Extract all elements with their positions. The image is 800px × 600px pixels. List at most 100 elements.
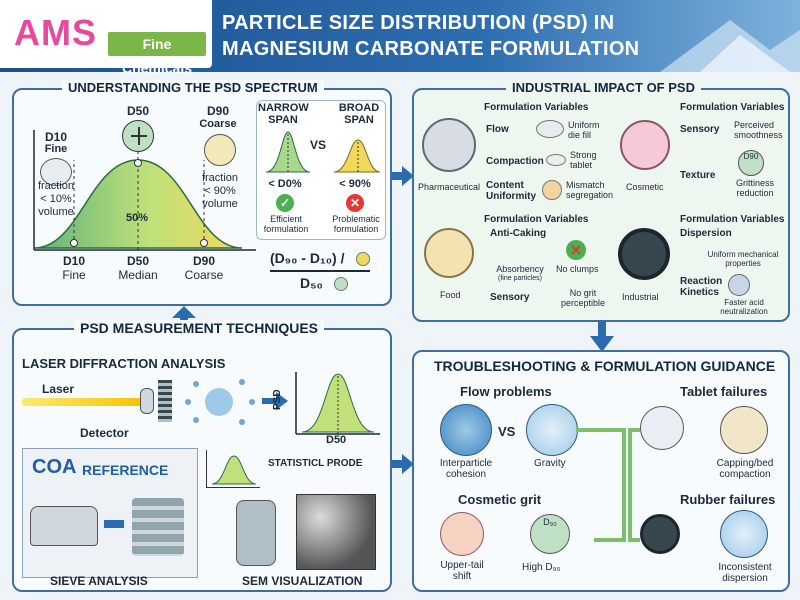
- tablet-press-icon: [422, 118, 476, 172]
- interparticle-text: Interparticle cohesion: [426, 458, 506, 480]
- narrow-label: NARROW: [258, 102, 309, 114]
- cosmetic-sensory-result: Perceived smoothness: [734, 120, 783, 140]
- coa-title: COA: [32, 456, 77, 478]
- x-icon: ✕: [346, 194, 364, 212]
- problematic-line2: formulation: [333, 224, 379, 234]
- d50-bottom-sub: Median: [118, 268, 158, 282]
- broad-label: BROAD: [338, 102, 380, 114]
- cu-line2: Uniformity: [486, 191, 536, 202]
- mini-chart-axes: [206, 450, 260, 488]
- logo-ams: AMS: [14, 12, 97, 53]
- tablet-fail-icon: [640, 406, 684, 450]
- mini-curve: [211, 455, 257, 485]
- narrow-value: < D0%: [268, 178, 302, 190]
- diffraction-particles-icon: [185, 379, 255, 425]
- industrial-dispersion-result: Uniform mechanical properties: [700, 250, 786, 268]
- gravity-text: Gravity: [534, 458, 566, 469]
- psd-bell-curve: [33, 130, 256, 251]
- pharma-compaction-result: Strong tablet: [570, 150, 597, 170]
- efficient-line2: formulation: [263, 224, 309, 234]
- arrow-right-4-icon: [104, 520, 124, 528]
- pharma-heading: Formulation Variables: [484, 102, 589, 113]
- food-heading: Formulation Variables: [484, 214, 589, 225]
- arrow-down-icon: [590, 322, 614, 352]
- food-absorbency: Absorbency (fine particles): [486, 264, 554, 284]
- absorbency-2: (fine particles): [498, 275, 542, 282]
- d90-badge-icon: D90: [738, 150, 764, 176]
- makeup-brush-icon: [620, 120, 670, 170]
- capping-text: Capping/bed compaction: [706, 458, 784, 480]
- reaction-2: Kinetics: [680, 287, 719, 298]
- d90-bottom: D90: [192, 254, 215, 268]
- span-curves: [265, 131, 381, 173]
- measure-d50: D50: [326, 434, 347, 446]
- title-line-2: MAGNESIUM CARBONATE FORMULATION: [222, 38, 640, 60]
- logo: AMS Fine Chemicals: [0, 0, 212, 76]
- laser-label: Laser: [42, 382, 75, 396]
- trouble-vs: VS: [498, 424, 516, 439]
- span-formula-top: (D₉₀ - D₁₀) /: [270, 250, 345, 266]
- cu-result-1: Mismatch: [566, 180, 605, 190]
- cohesion-icon: [440, 404, 492, 456]
- coarse-particles-icon: [204, 134, 236, 166]
- industrial-impact-panel: [412, 88, 790, 322]
- cosmetic-texture-result: Grittiness reduction: [726, 178, 784, 198]
- fraction-right: fraction < 90% volume: [192, 172, 248, 211]
- fraction-right-line1: fraction: [201, 172, 239, 184]
- texture-result-2: reduction: [736, 188, 774, 198]
- flow-result-1: Uniform: [568, 120, 600, 130]
- upper-tail-1: Upper-tail: [440, 560, 484, 571]
- dispersion-result-2: properties: [725, 259, 761, 268]
- measure-title: PSD MEASUREMENT TECHNIQUES: [74, 320, 325, 336]
- high-d90-badge: D₉₀: [543, 517, 557, 527]
- median-small-icon: [334, 277, 348, 291]
- arrow-right-3-icon: [262, 392, 288, 410]
- logo-subtitle: Fine Chemicals: [108, 32, 206, 76]
- arrow-up-icon: [172, 306, 196, 328]
- lens-icon: [140, 388, 154, 414]
- flow-result-2: die fill: [568, 130, 592, 140]
- food-no-clumps: No clumps: [556, 264, 599, 274]
- efficient-text: Efficient formulation: [258, 214, 314, 234]
- guidance-connector: [576, 428, 640, 542]
- food-anti-caking: Anti-Caking: [490, 228, 547, 239]
- no-clumps-icon: ✕: [566, 240, 586, 260]
- upper-tail-text: Upper-tail shift: [430, 560, 494, 582]
- industrial-dispersion: Dispersion: [680, 228, 732, 239]
- efficient-line1: Efficient: [270, 214, 302, 224]
- industrial-label: Industrial: [622, 292, 659, 302]
- center-percent: 50%: [126, 212, 149, 224]
- impact-title: INDUSTRIAL IMPACT OF PSD: [506, 80, 701, 95]
- d90-top-sub: Coarse: [199, 118, 237, 130]
- problematic-text: Problematic formulation: [326, 214, 386, 234]
- median-particle-icon: [122, 120, 154, 152]
- psd-result-curve: [295, 372, 380, 435]
- formula-divider: [270, 270, 370, 272]
- capping-2: compaction: [719, 469, 771, 480]
- inconsistent-2: dispersion: [722, 573, 768, 584]
- pharma-compaction: Compaction: [486, 156, 544, 167]
- particles-reaction-icon: [728, 274, 750, 296]
- title-line-1: PARTICLE SIZE DISTRIBUTION (PSD) IN: [222, 12, 615, 34]
- mountain-decoration-icon: [660, 20, 800, 72]
- sieve-shaker-icon: [30, 506, 98, 546]
- d50-bottom: D50: [126, 254, 149, 268]
- psd-axis-label: PSD: [272, 389, 283, 410]
- no-grit-2: perceptible: [560, 298, 606, 308]
- d50-top-label: D50: [126, 104, 149, 118]
- d10-top-sub: Fine: [44, 143, 68, 155]
- tire-2-icon: [640, 514, 680, 554]
- cosmetic-heading: Formulation Variables: [680, 102, 785, 113]
- industrial-reaction: Reaction Kinetics: [680, 276, 722, 298]
- cosmetic-grit: Cosmetic grit: [458, 492, 542, 507]
- face-icon: [440, 512, 484, 556]
- d10-top-label: D10: [44, 130, 67, 144]
- dispersion-result-1: Uniform mechanical: [707, 250, 779, 259]
- laser-title: LASER DIFFRACTION ANALYSIS: [22, 356, 226, 371]
- arrow-right-icon: [392, 166, 414, 186]
- food-label: Food: [440, 290, 461, 300]
- sieve-stack-icon: [132, 498, 184, 556]
- reaction-result-2: neutralization: [720, 307, 768, 316]
- fraction-right-line2: < 90%: [204, 185, 236, 197]
- flow-problems: Flow problems: [460, 384, 552, 399]
